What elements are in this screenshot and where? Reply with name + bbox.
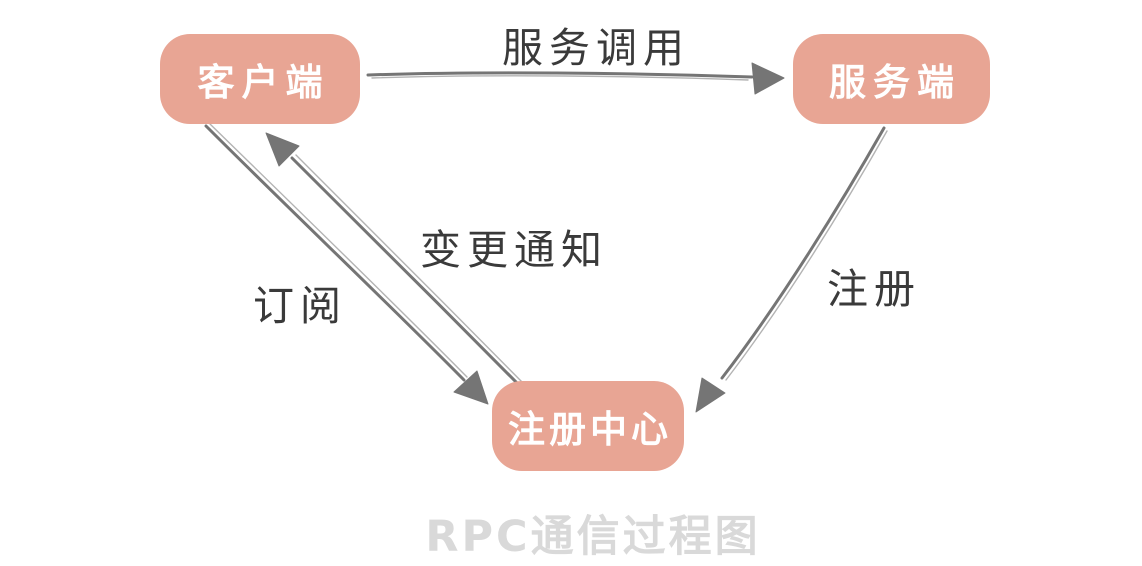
node-registry-label: 注册中心 xyxy=(508,408,672,451)
edge-label-service-call: 服务调用 xyxy=(502,24,690,72)
edge-label-subscribe: 订阅 xyxy=(253,282,347,330)
node-server: 服务端 xyxy=(793,34,990,124)
node-registry: 注册中心 xyxy=(492,381,684,471)
edge-label-register: 注册 xyxy=(827,265,921,313)
edge-label-change-notification: 变更通知 xyxy=(420,226,608,274)
diagram-title: RPC通信过程图 xyxy=(425,512,761,562)
node-client-label: 客户端 xyxy=(197,61,330,104)
node-client: 客户端 xyxy=(160,34,360,124)
node-server-label: 服务端 xyxy=(829,61,961,104)
